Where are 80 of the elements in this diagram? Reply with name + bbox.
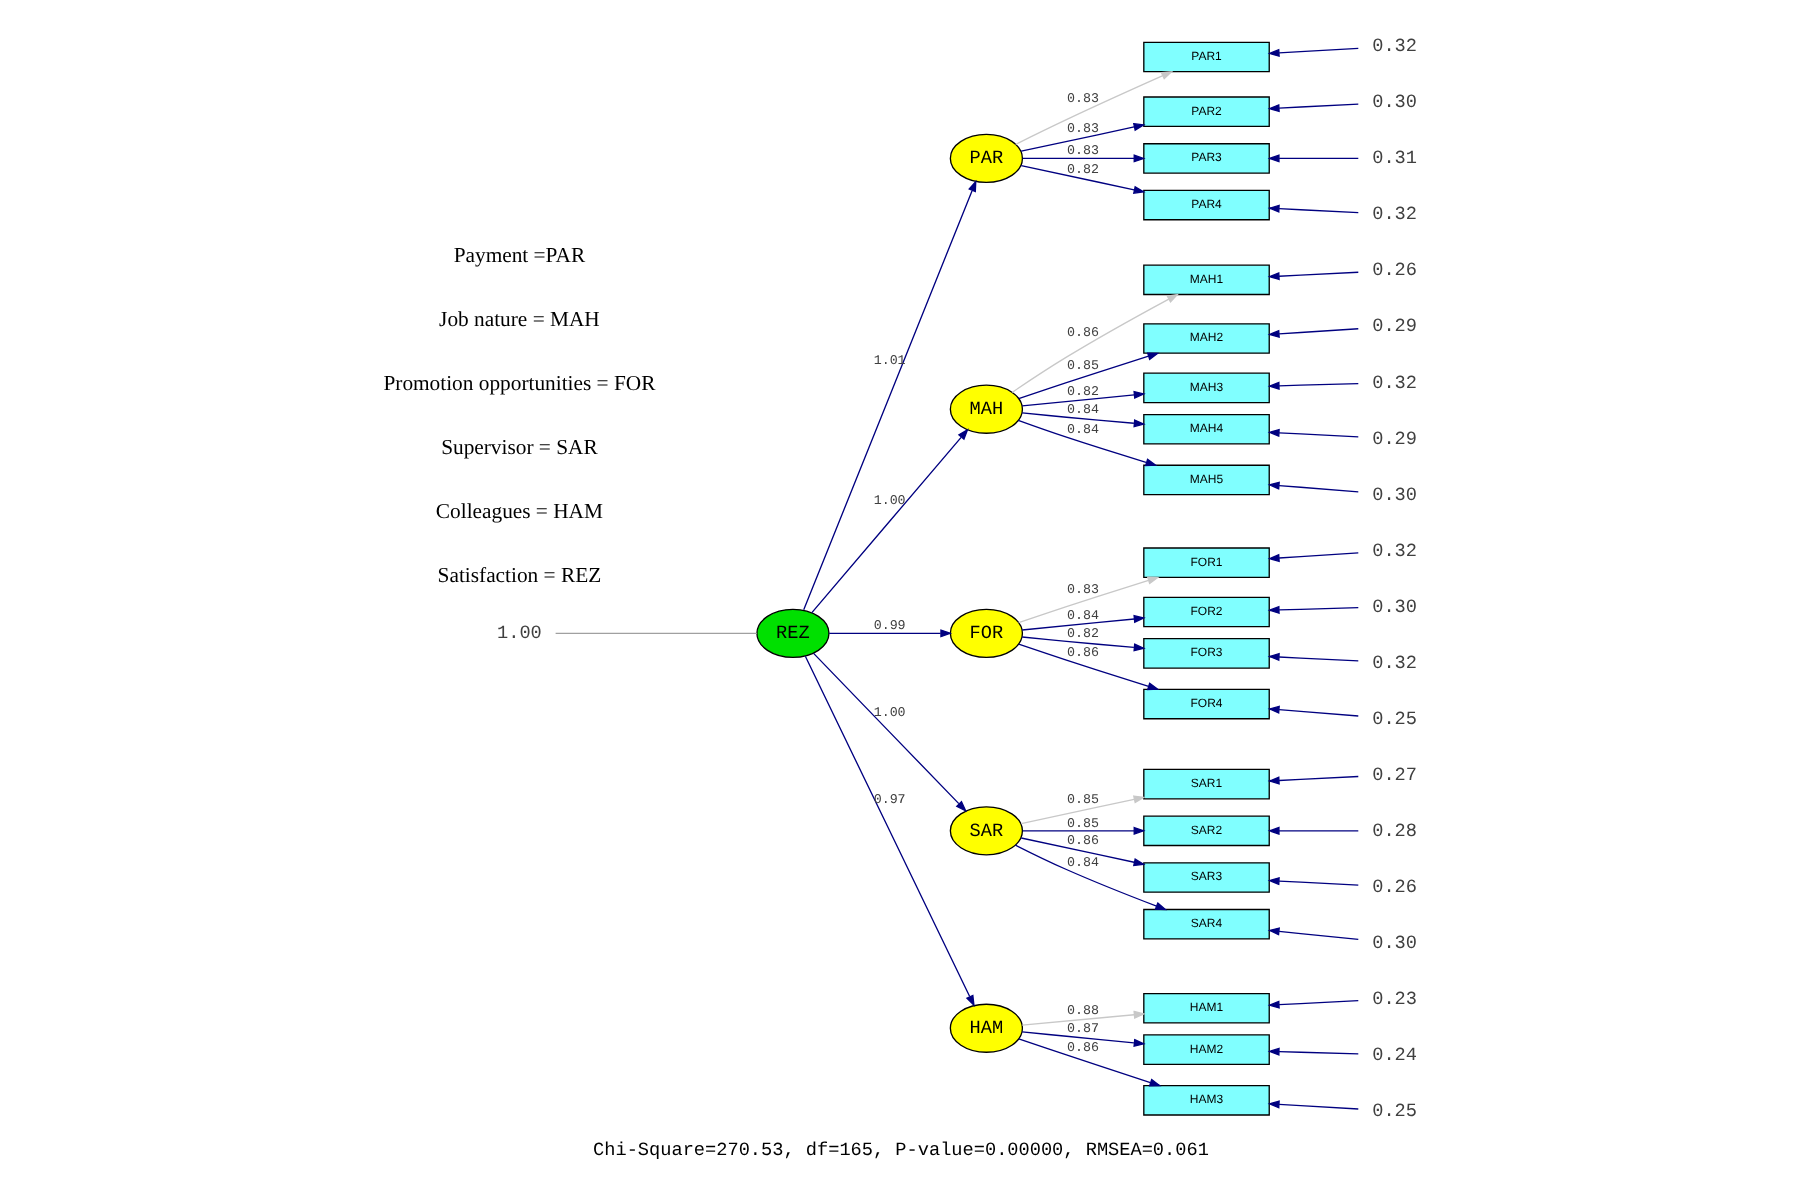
arrow bbox=[1267, 381, 1359, 390]
arrow bbox=[1267, 47, 1359, 58]
node-text: 0.23 bbox=[1372, 987, 1418, 1010]
arrow bbox=[1014, 844, 1168, 911]
arrow bbox=[1018, 352, 1160, 400]
arrow bbox=[811, 428, 969, 614]
node-text: 0.30 bbox=[1372, 91, 1418, 114]
arrow bbox=[1020, 795, 1146, 825]
arrow bbox=[1267, 271, 1359, 281]
label: Satisfaction = REZ bbox=[437, 564, 602, 589]
arrow bbox=[1267, 826, 1359, 835]
connector bbox=[554, 632, 758, 635]
arrow bbox=[1267, 775, 1359, 785]
caption: Chi-Square=270.53, df=165, P-value=0.00000, RMSEA=0.061 bbox=[593, 1139, 1209, 1162]
node-text: 0.24 bbox=[1372, 1043, 1418, 1066]
arrow bbox=[1018, 643, 1160, 691]
arrow bbox=[804, 655, 975, 1008]
arrow bbox=[1267, 652, 1359, 662]
arrow bbox=[1021, 390, 1146, 407]
node-ellipse: MAH bbox=[949, 384, 1024, 434]
node-text: 0.29 bbox=[1372, 315, 1418, 338]
node-ellipse: SAR bbox=[949, 806, 1024, 856]
arrow bbox=[1267, 927, 1359, 941]
node-text: 0.32 bbox=[1372, 539, 1418, 562]
arrow bbox=[1017, 419, 1158, 467]
node-text: 0.30 bbox=[1372, 931, 1418, 954]
arrow bbox=[1267, 103, 1359, 113]
arrow bbox=[1267, 705, 1359, 717]
label: Colleagues = HAM bbox=[435, 500, 603, 525]
arrow bbox=[1267, 876, 1359, 886]
arrow bbox=[1020, 122, 1146, 152]
arrow bbox=[1267, 1047, 1359, 1056]
arrow bbox=[1021, 1031, 1146, 1047]
arrow bbox=[1018, 1038, 1162, 1087]
node-text: 0.27 bbox=[1372, 763, 1418, 786]
arrow bbox=[1015, 71, 1174, 146]
arrow bbox=[1011, 293, 1179, 393]
node-ellipse: FOR bbox=[949, 608, 1024, 659]
arrow bbox=[1020, 837, 1146, 867]
node-text: 0.26 bbox=[1372, 875, 1418, 898]
arrow bbox=[1267, 481, 1359, 493]
node-text: 0.32 bbox=[1372, 203, 1418, 226]
node-text: 0.30 bbox=[1372, 595, 1418, 618]
arrow bbox=[1021, 614, 1146, 631]
node-text: 0.32 bbox=[1372, 371, 1418, 394]
node-text: 0.26 bbox=[1372, 259, 1418, 282]
node-text: 0.25 bbox=[1372, 707, 1418, 730]
arrow bbox=[1267, 428, 1359, 438]
label: Promotion opportunities = FOR bbox=[383, 372, 656, 397]
node-ellipse: HAM bbox=[949, 1003, 1024, 1053]
node-text: 0.31 bbox=[1372, 147, 1418, 170]
arrow bbox=[1267, 1000, 1359, 1009]
node-text: 0.28 bbox=[1372, 819, 1418, 842]
arrow bbox=[1267, 328, 1359, 339]
label: Job nature = MAH bbox=[439, 308, 600, 333]
arrow bbox=[812, 652, 968, 813]
arrow bbox=[1267, 605, 1359, 615]
arrow bbox=[828, 629, 953, 638]
arrow bbox=[1267, 154, 1359, 163]
arrow bbox=[1022, 154, 1146, 163]
arrow bbox=[1018, 576, 1160, 624]
label: Supervisor = SAR bbox=[441, 436, 598, 461]
node-text: 0.25 bbox=[1372, 1099, 1418, 1122]
arrow bbox=[1267, 1100, 1359, 1110]
arrow bbox=[1022, 826, 1146, 835]
arrow bbox=[1021, 636, 1146, 652]
node-text: 0.30 bbox=[1372, 483, 1418, 506]
arrow bbox=[803, 179, 977, 611]
label: Payment =PAR bbox=[453, 244, 586, 269]
arrow bbox=[1020, 164, 1146, 194]
arrow bbox=[1021, 412, 1146, 428]
node-ellipse: PAR bbox=[949, 133, 1024, 184]
node-text: 0.32 bbox=[1372, 651, 1418, 674]
node-text: 1.00 bbox=[497, 622, 542, 645]
node-text: 0.32 bbox=[1372, 35, 1418, 58]
node-text: 0.29 bbox=[1372, 427, 1418, 450]
arrow bbox=[1021, 1010, 1146, 1026]
arrow bbox=[1267, 204, 1359, 214]
node-ellipse: REZ bbox=[756, 608, 830, 659]
arrow bbox=[1267, 552, 1359, 563]
